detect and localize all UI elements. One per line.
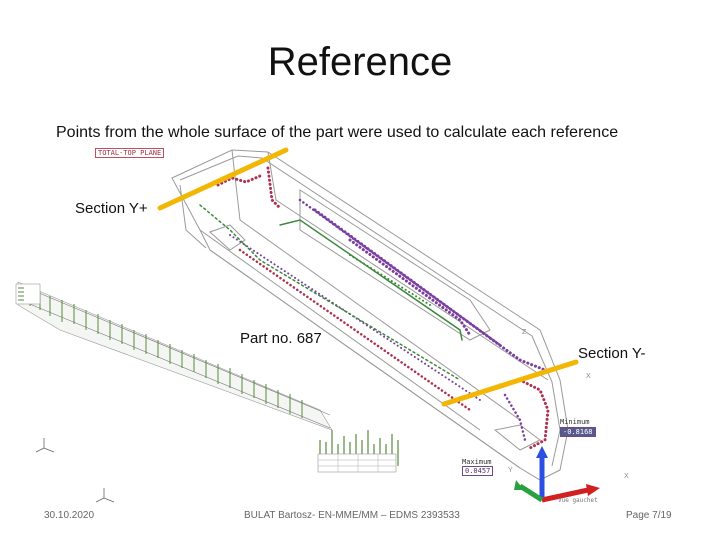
- svg-text:Y: Y: [508, 467, 513, 474]
- maximum-tag: Maximum: [462, 458, 492, 466]
- minimum-tag: Minimum: [560, 418, 590, 426]
- part-number-label: Part no. 687: [240, 330, 322, 347]
- part-outline: [171, 149, 569, 481]
- axis-label: Vue gauchet: [558, 497, 598, 504]
- footer-author: BULAT Bartosz- EN-MME/MM – EDMS 2393533: [244, 510, 460, 521]
- footer-page-number: Page 7/19: [626, 510, 672, 521]
- section-line-y-minus: [441, 359, 579, 407]
- axis-triad-icon: Y X X Z: [508, 329, 629, 503]
- slide-subtitle: Points from the whole surface of the par…: [56, 124, 619, 141]
- max-value-tag: 0.0457: [462, 466, 494, 476]
- section-y-plus-label: Section Y+: [75, 200, 148, 217]
- slide-title: Reference: [267, 40, 453, 84]
- deviation-side-view: [15, 281, 399, 473]
- svg-text:Z: Z: [522, 329, 527, 336]
- measurement-points: [199, 166, 550, 450]
- small-axis-triad: [35, 438, 115, 503]
- section-y-minus-label: Section Y-: [578, 345, 646, 362]
- footer-date: 30.10.2020: [44, 510, 95, 521]
- plane-tag: TOTAL-TOP PLANE: [95, 148, 165, 158]
- svg-text:X: X: [586, 373, 591, 380]
- min-value-tag: -0.8168: [560, 427, 596, 437]
- section-line-y-plus: [157, 147, 289, 211]
- svg-text:X: X: [624, 473, 629, 480]
